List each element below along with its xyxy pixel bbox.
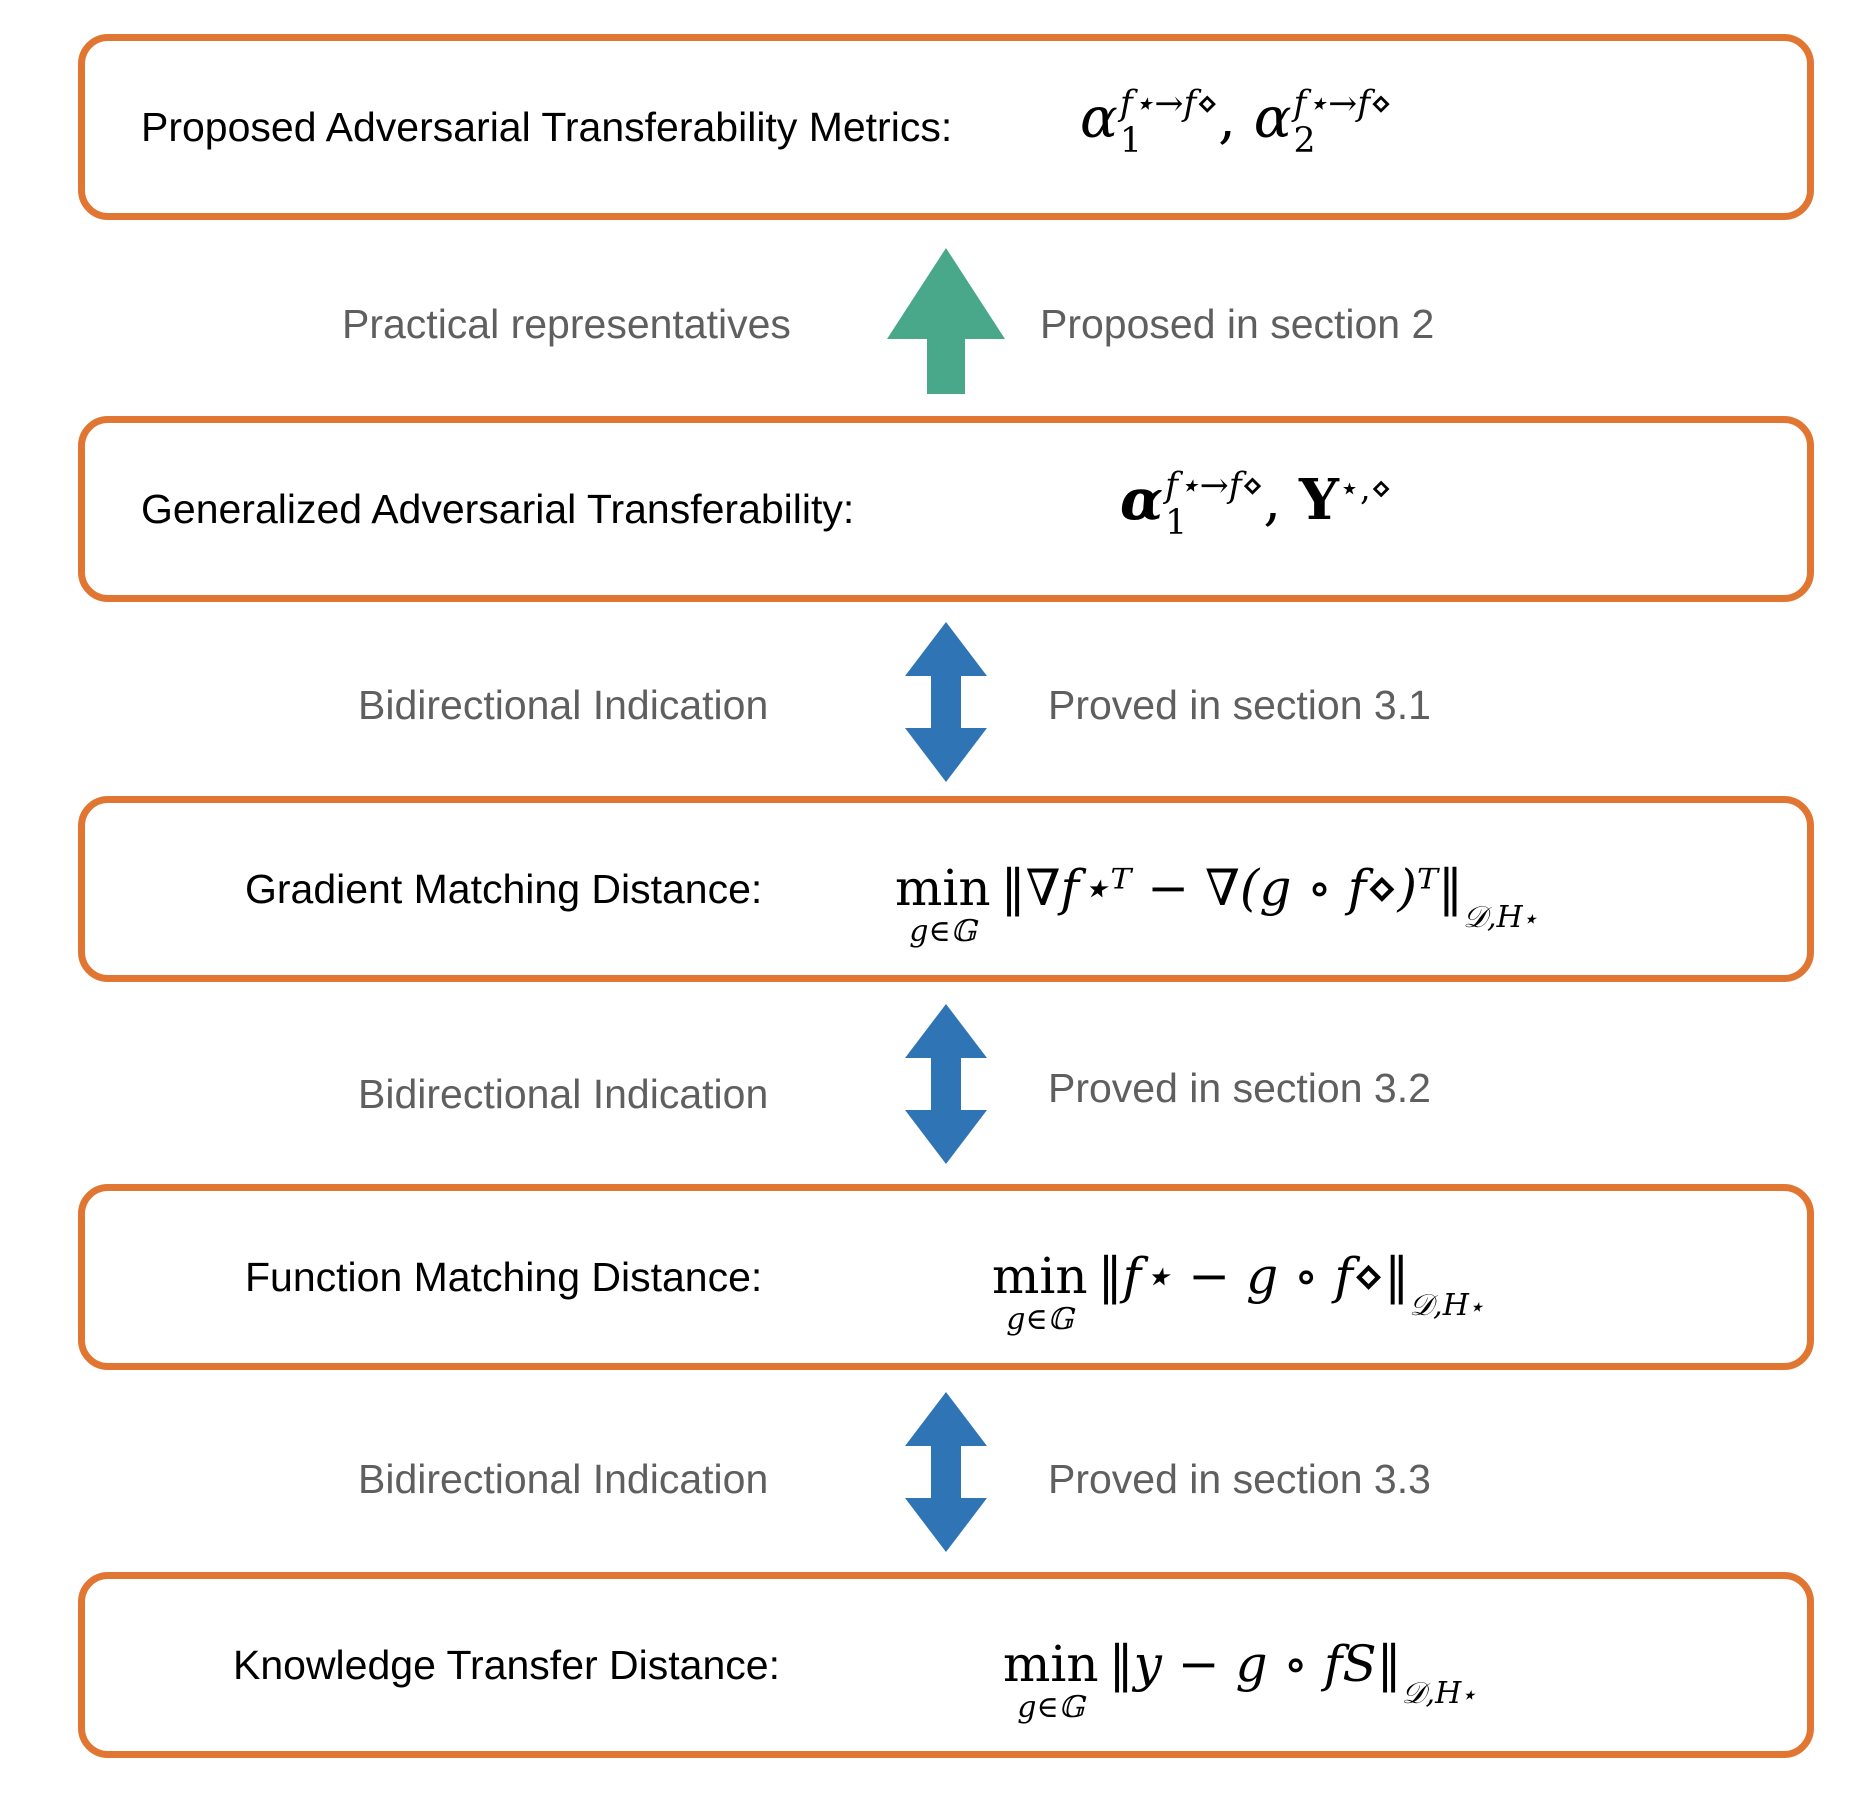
connector-right-text: Proved in section 3.1	[1048, 682, 1431, 728]
box-proposed-metrics: Proposed Adversarial Transferability Met…	[78, 34, 1814, 220]
box-label: Gradient Matching Distance:	[245, 865, 763, 912]
connector-right-text: Proved in section 3.3	[1048, 1456, 1431, 1502]
box-generalized-transferability: Generalized Adversarial Transferability:…	[78, 416, 1814, 602]
box-label: Proposed Adversarial Transferability Met…	[141, 103, 953, 150]
box-label: Function Matching Distance:	[245, 1253, 763, 1300]
connector-left-text: Bidirectional Indication	[358, 1071, 769, 1117]
bidirectional-arrow-icon	[905, 622, 987, 782]
bidirectional-arrow-icon	[905, 1004, 987, 1164]
connector-right-text: Proved in section 3.2	[1048, 1065, 1431, 1111]
connector-left-text: Practical representatives	[342, 301, 791, 347]
connector-left-text: Bidirectional Indication	[358, 1456, 769, 1502]
up-arrow-icon	[887, 248, 1005, 394]
connector-right-text: Proposed in section 2	[1040, 301, 1435, 347]
box-label: Knowledge Transfer Distance:	[233, 1641, 780, 1688]
box-label: Generalized Adversarial Transferability:	[141, 485, 855, 532]
bidirectional-arrow-icon	[905, 1392, 987, 1552]
connector-left-text: Bidirectional Indication	[358, 682, 769, 728]
